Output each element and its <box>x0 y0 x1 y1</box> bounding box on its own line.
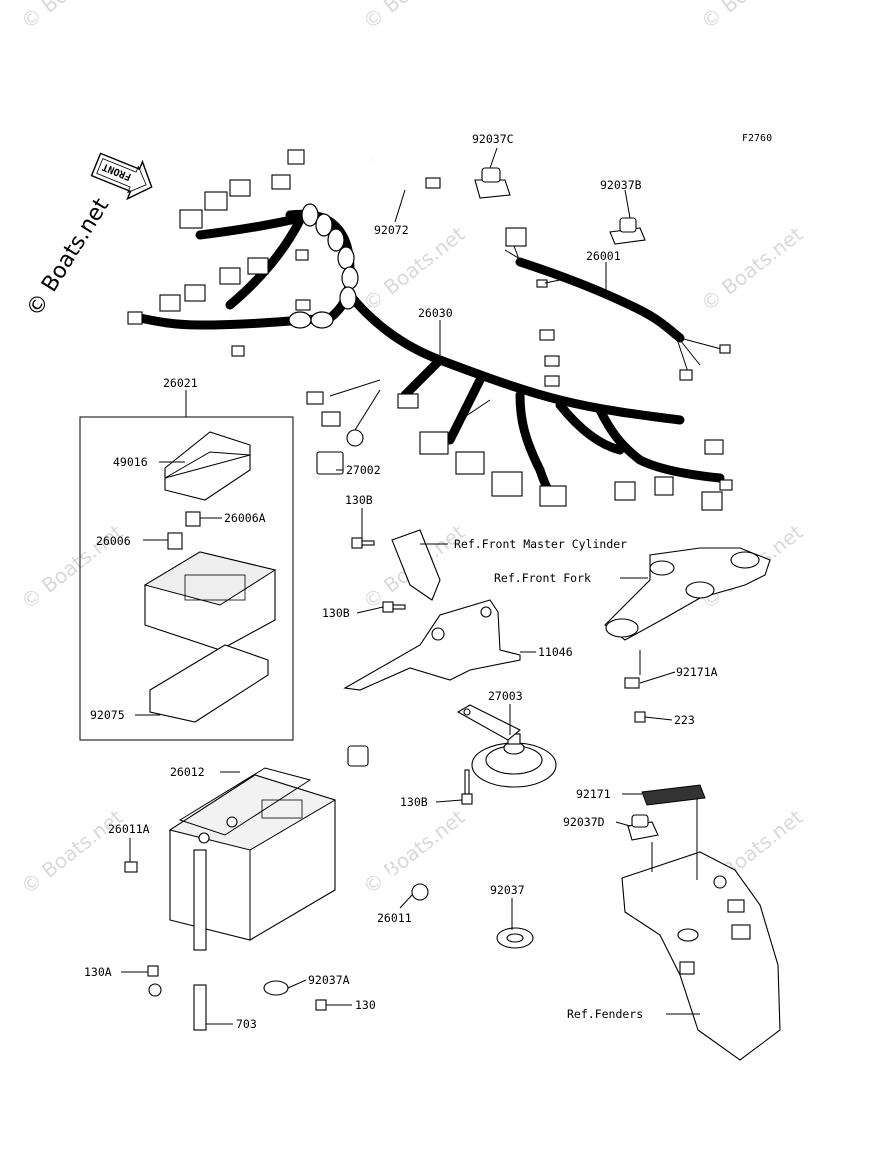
rear-fender-reference <box>621 851 781 1061</box>
battery-26012 <box>168 767 337 941</box>
front-arrow-icon: FRONT <box>90 152 153 201</box>
watermark: © Boats.net <box>358 805 469 899</box>
bolt-130B-lower <box>461 769 473 805</box>
leader-lines <box>121 147 700 1025</box>
brand-watermark: © Boats.net <box>22 194 115 321</box>
label-92072: 92072 <box>374 223 409 237</box>
bolt-130A <box>147 965 159 977</box>
label-ref-front-fork: Ref.Front Fork <box>494 571 591 585</box>
tie-strap-92072 <box>365 142 441 189</box>
label-92037A: 92037A <box>308 973 350 987</box>
label-92037C: 92037C <box>472 132 514 146</box>
sub-harness <box>504 227 731 381</box>
fuse-box-base-92075 <box>149 644 269 723</box>
bolt-130B-upper <box>351 537 375 549</box>
screw-223 <box>634 711 646 723</box>
label-27003: 27003 <box>488 689 523 703</box>
label-130A: 130A <box>84 965 112 979</box>
strap-92171 <box>641 784 706 806</box>
clamp-92037A <box>263 980 289 996</box>
clamp-92037C <box>474 167 511 199</box>
label-26021: 26021 <box>163 376 198 390</box>
label-26011: 26011 <box>377 911 412 925</box>
clamp-92171A <box>624 677 640 689</box>
bolt-130 <box>315 999 327 1011</box>
fuse-box-cover <box>164 431 251 501</box>
fuse-26006 <box>167 532 183 550</box>
cable-26011A <box>124 861 188 997</box>
watermark: © Boats.net <box>16 805 127 899</box>
part-labels: 92037C 92037B 92072 26001 26030 26021 49… <box>84 132 718 1031</box>
label-ref-front-master-cylinder: Ref.Front Master Cylinder <box>454 537 627 551</box>
label-703: 703 <box>236 1017 257 1031</box>
watermark: © Boats.net <box>16 0 127 34</box>
front-fork-reference <box>604 547 771 641</box>
relay-27002 <box>316 451 344 475</box>
label-26011A: 26011A <box>108 822 150 836</box>
watermarks: © Boats.net © Boats.net © Boats.net © Bo… <box>16 0 807 899</box>
figure-code: F2760 <box>742 133 772 144</box>
label-26001: 26001 <box>586 249 621 263</box>
bracket-11046 <box>343 529 521 691</box>
watermark: © Boats.net <box>696 0 807 34</box>
label-26012: 26012 <box>170 765 205 779</box>
label-92037D: 92037D <box>563 815 605 829</box>
bolt-130B-mid <box>382 601 406 613</box>
label-130B-lower: 130B <box>400 795 428 809</box>
label-11046: 11046 <box>538 645 573 659</box>
main-harness <box>127 149 733 511</box>
watermark: © Boats.net <box>696 222 807 316</box>
fuse-box-body <box>143 551 277 651</box>
clamp-92037 <box>496 927 534 949</box>
label-130B-upper: 130B <box>345 493 373 507</box>
label-130B-mid: 130B <box>322 606 350 620</box>
horn-27003 <box>456 704 557 788</box>
label-92171A: 92171A <box>676 665 718 679</box>
watermark: © Boats.net <box>358 0 469 34</box>
cable-26011 <box>347 745 429 901</box>
clamp-92037D <box>627 814 659 841</box>
label-92037: 92037 <box>490 883 525 897</box>
tube-703 <box>193 849 207 1031</box>
clamp-92037B <box>609 217 646 245</box>
fuse-26006A <box>185 511 201 527</box>
label-92037B: 92037B <box>600 178 642 192</box>
label-130: 130 <box>355 998 376 1012</box>
label-92075: 92075 <box>90 708 125 722</box>
label-26006A: 26006A <box>224 511 266 525</box>
label-49016: 49016 <box>113 455 148 469</box>
label-92171: 92171 <box>576 787 611 801</box>
label-26030: 26030 <box>418 306 453 320</box>
label-26006: 26006 <box>96 534 131 548</box>
label-27002: 27002 <box>346 463 381 477</box>
label-ref-fenders: Ref.Fenders <box>567 1007 643 1021</box>
label-223: 223 <box>674 713 695 727</box>
